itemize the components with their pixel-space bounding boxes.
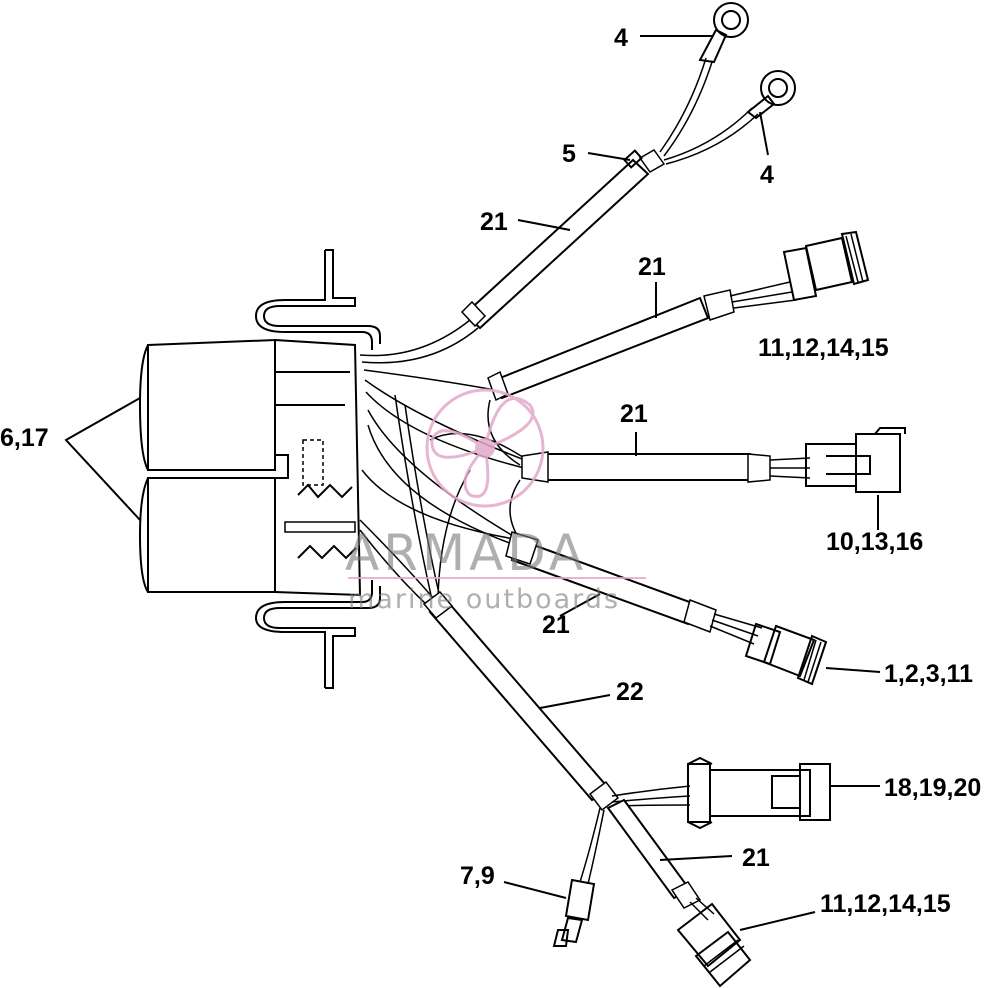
callout-11-12-14-15-bottom: 11,12,14,15 bbox=[820, 890, 951, 918]
middle-connector-branch bbox=[521, 427, 906, 493]
callout-21-b: 21 bbox=[638, 253, 666, 281]
housing-assembly bbox=[138, 249, 381, 689]
watermark-brand: ARMADA bbox=[345, 524, 587, 582]
watermark: ARMADA marine outboards bbox=[345, 388, 646, 615]
callout-21-a: 21 bbox=[480, 208, 508, 236]
callout-6-17: 6,17 bbox=[0, 424, 49, 452]
watermark-tagline: marine outboards bbox=[348, 584, 620, 615]
propeller-logo bbox=[425, 388, 545, 508]
callout-21-c: 21 bbox=[620, 400, 648, 428]
upper-connector-branch bbox=[487, 230, 870, 402]
callout-labels: 4 4 5 21 21 11,12,14,15 21 6,17 10,13,16… bbox=[0, 24, 981, 918]
callout-1-2-3-11: 1,2,3,11 bbox=[884, 660, 973, 688]
ring-terminal-branch bbox=[460, 2, 796, 330]
callout-4-right: 4 bbox=[760, 161, 774, 189]
callout-18-19-20: 18,19,20 bbox=[884, 774, 981, 802]
callout-10-13-16: 10,13,16 bbox=[826, 528, 923, 556]
callout-22: 22 bbox=[616, 678, 644, 706]
leader-lines bbox=[64, 35, 881, 931]
callout-21-d: 21 bbox=[542, 611, 570, 639]
lower-right-connector-branch bbox=[505, 531, 828, 686]
lower-trunk-branch bbox=[422, 590, 831, 988]
callout-7-9: 7,9 bbox=[460, 862, 495, 890]
callout-21-e: 21 bbox=[742, 844, 770, 872]
callout-5: 5 bbox=[562, 140, 576, 168]
callout-4-top: 4 bbox=[614, 24, 628, 52]
callout-11-12-14-15-top: 11,12,14,15 bbox=[758, 334, 889, 362]
